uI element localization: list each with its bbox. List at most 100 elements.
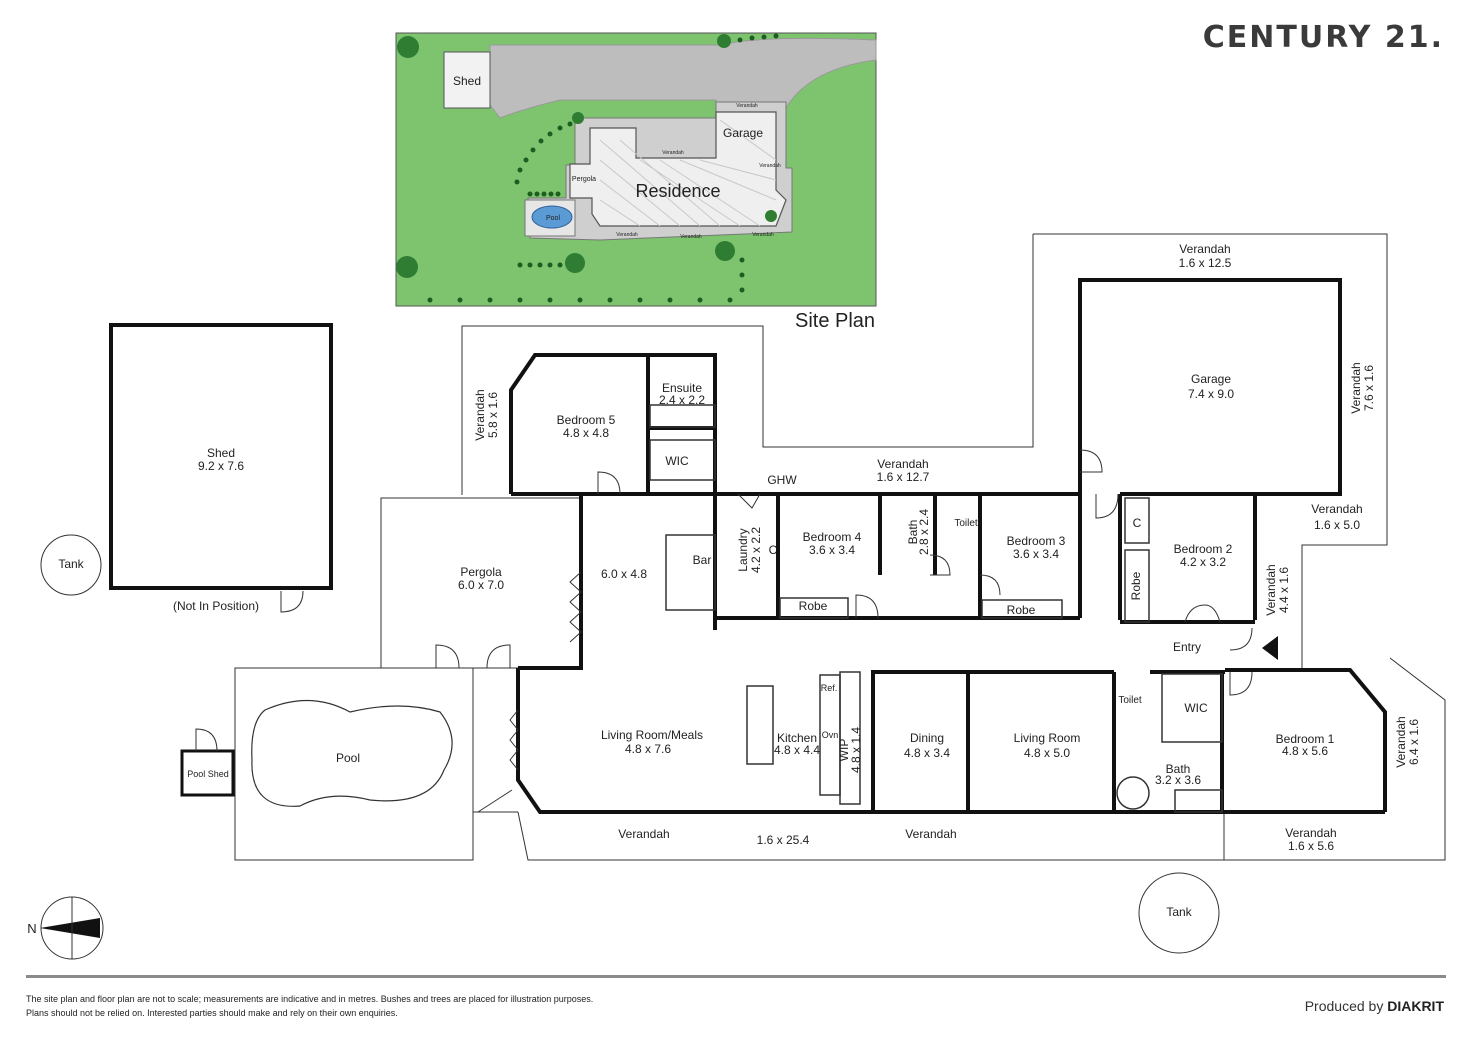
- produced-by-label: Produced by: [1304, 998, 1384, 1014]
- pergola-label: Pergola: [460, 565, 502, 579]
- living-meals-size: 4.8 x 7.6: [625, 742, 671, 756]
- bifold-living: [509, 709, 519, 771]
- bedroom4-size: 3.6 x 3.4: [809, 543, 855, 557]
- bath-small-label: Bath: [906, 520, 920, 545]
- bath-small-size: 2.8 x 2.4: [917, 509, 931, 555]
- door-pergola-2: [486, 644, 511, 669]
- garage-size: 7.4 x 9.0: [1188, 387, 1234, 401]
- verandah-right-label: Verandah: [1311, 502, 1362, 516]
- verandah-bottom-size: 1.6 x 25.4: [757, 833, 810, 847]
- family-size: 6.0 x 4.8: [601, 567, 647, 581]
- verandah-mid-size: 1.6 x 12.7: [877, 470, 930, 484]
- door-bed5: [597, 471, 621, 495]
- wic-right-label: WIC: [1184, 701, 1208, 715]
- bifold-family: [569, 571, 582, 643]
- ensuite-label: Ensuite: [662, 381, 702, 395]
- verandah-top-label: Verandah: [1179, 242, 1230, 256]
- door-laundry: [737, 493, 761, 509]
- ref-label: Ref.: [821, 683, 838, 693]
- disclaimer-line-1: The site plan and floor plan are not to …: [26, 994, 594, 1004]
- bedroom5-label: Bedroom 5: [557, 413, 616, 427]
- site-shed-label: Shed: [453, 74, 481, 88]
- compass-icon: N: [27, 896, 104, 960]
- site-hatch: [599, 119, 777, 227]
- door-bed3: [979, 574, 1001, 596]
- kitchen-label: Kitchen: [777, 731, 817, 745]
- site-plan-title: Site Plan: [795, 310, 876, 332]
- verandah-top-outline: [461, 234, 1034, 495]
- bath-main-label: Bath: [1166, 762, 1191, 776]
- door-bed4: [855, 594, 879, 619]
- verandah-bottom-b-label: Verandah: [905, 827, 956, 841]
- verandah-bed1-label: Verandah: [1394, 716, 1408, 767]
- robe2-box: [1124, 549, 1150, 623]
- tree-icon: [396, 256, 418, 278]
- bush-row: [427, 33, 779, 303]
- garage-label: Garage: [1191, 372, 1231, 386]
- tree-icon: [572, 112, 584, 124]
- ovn-label: Ovn: [822, 730, 839, 740]
- site-verandah-label-2: Verandah: [662, 150, 684, 156]
- verandah-left-label: Verandah: [473, 389, 487, 440]
- site-residence-label: Residence: [635, 181, 720, 201]
- tree-icon: [565, 253, 585, 273]
- site-shed: [443, 51, 491, 109]
- bedroom3-size: 3.6 x 3.4: [1013, 547, 1059, 561]
- door-bed2: [1184, 604, 1221, 623]
- tank-right-label: Tank: [1166, 905, 1192, 919]
- laundry-label: Laundry: [736, 528, 750, 571]
- site-garage-label: Garage: [723, 126, 763, 140]
- verandah-garage-label: Verandah: [1349, 362, 1363, 413]
- room-labels: Shed 9.2 x 7.6 (Not In Position) Tank Ta…: [58, 242, 1421, 919]
- robe3-label: Robe: [1007, 603, 1036, 617]
- outdoor-outlines: [234, 233, 1446, 861]
- tank-left: [40, 534, 102, 596]
- bar-counter: [665, 534, 716, 611]
- living-meals-label: Living Room/Meals: [601, 728, 703, 742]
- wip-shelf: [839, 671, 861, 805]
- bar-label: Bar: [693, 553, 712, 567]
- pool-area-outline: [234, 667, 474, 861]
- robe4-box: [779, 597, 849, 619]
- site-verandah-label-5: Verandah: [752, 232, 774, 238]
- bedroom2-label: Bedroom 2: [1174, 542, 1233, 556]
- wip-label: WIP: [837, 739, 851, 762]
- pool-shed-walls: [180, 749, 235, 797]
- bedroom1-label: Bedroom 1: [1276, 732, 1335, 746]
- door-bath-small: [929, 554, 951, 576]
- robe3-box: [981, 599, 1063, 619]
- door-pergola-1: [435, 644, 460, 669]
- verandah-entry-label: Verandah: [1264, 564, 1278, 615]
- shed-size: 9.2 x 7.6: [198, 459, 244, 473]
- site-verandah-label-1: Verandah: [736, 103, 758, 109]
- site-verandah-label-3: Verandah: [616, 232, 638, 238]
- site-residence: [569, 111, 787, 227]
- wic-left-label: WIC: [665, 454, 689, 468]
- disclaimer-line-2: Plans should not be relied on. Intereste…: [26, 1008, 398, 1018]
- c-laundry-label: C: [769, 543, 778, 557]
- living-label: Living Room: [1014, 731, 1081, 745]
- bedroom4-label: Bedroom 4: [803, 530, 862, 544]
- verandah-bottom-outline: [517, 657, 1446, 861]
- verandah-entry-size: 4.4 x 1.6: [1277, 567, 1291, 613]
- pergola-size: 6.0 x 7.0: [458, 578, 504, 592]
- verandah-garage-outline: [1033, 233, 1388, 670]
- produced-by: Produced by DIAKRIT: [1305, 998, 1444, 1014]
- pool-outline: [251, 699, 453, 807]
- verandah-bottom-right-label: Verandah: [1285, 826, 1336, 840]
- verandah-garage-size: 7.6 x 1.6: [1362, 365, 1376, 411]
- tree-icon: [717, 34, 731, 48]
- site-plan: Shed Garage Residence Pergola Pool Veran…: [395, 32, 877, 307]
- dining-label: Dining: [910, 731, 944, 745]
- bedroom5-size: 4.8 x 4.8: [563, 426, 609, 440]
- door-garage-entry: [1095, 493, 1119, 519]
- bath-main-size: 3.2 x 3.6: [1155, 773, 1201, 787]
- kitchen-island: [746, 685, 774, 765]
- wic-right-box: [1161, 673, 1223, 743]
- ghw-label: GHW: [767, 473, 797, 487]
- interior-details: [649, 404, 1223, 813]
- dining-size: 4.8 x 3.4: [904, 746, 950, 760]
- shed-walls: [109, 323, 333, 590]
- kitchen-size: 4.8 x 4.4: [774, 743, 820, 757]
